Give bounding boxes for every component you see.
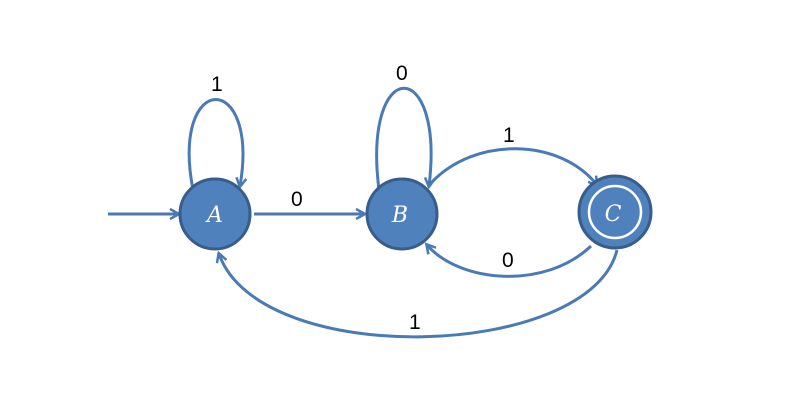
state-B: B: [365, 177, 439, 251]
edge-label-C-B: 0: [502, 249, 514, 272]
edge-label-B-C: 1: [503, 124, 515, 147]
edge-label-A-B: 0: [291, 188, 303, 211]
edge-B-C: [429, 147, 597, 185]
edge-A-A: [187, 98, 243, 191]
edge-C-A: [219, 249, 619, 339]
state-C: C: [577, 174, 653, 250]
edge-label-A-A: 1: [211, 73, 223, 96]
state-A-label: A: [205, 203, 223, 228]
edge-B-B: [375, 86, 431, 191]
edge-label-B-B: 0: [396, 62, 408, 85]
edge-C-B: [427, 245, 593, 278]
state-C-label: C: [605, 202, 622, 227]
accepting-ring: [587, 184, 643, 240]
state-B-label: B: [391, 203, 408, 228]
edge-label-C-A: 1: [409, 311, 421, 334]
state-A: A: [178, 177, 252, 251]
